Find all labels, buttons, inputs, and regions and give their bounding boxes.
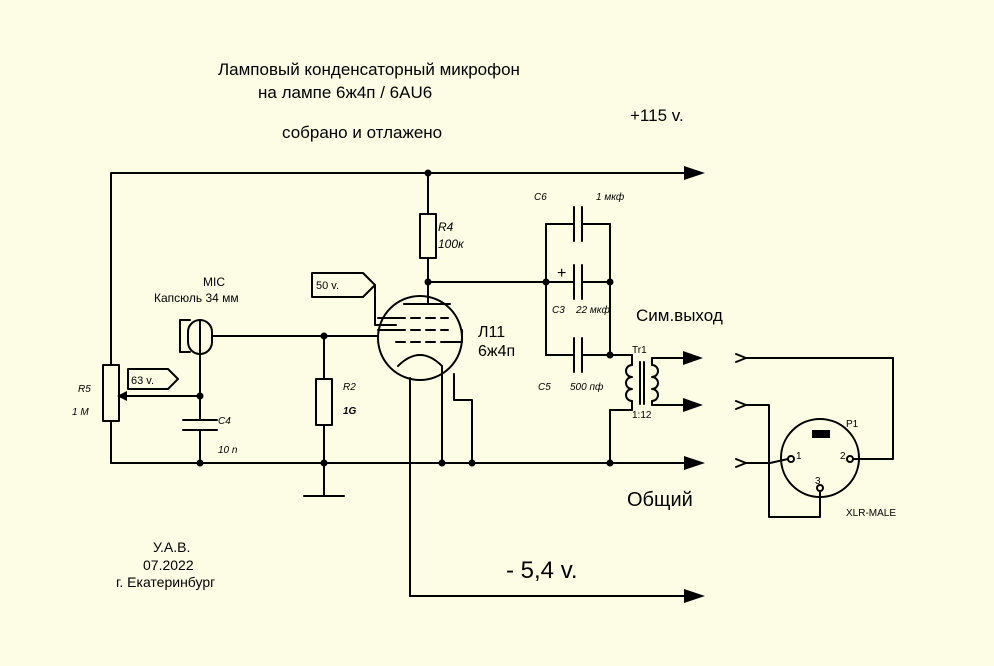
xlr-pin-1: 1 bbox=[796, 451, 802, 462]
c4-ref: C4 bbox=[218, 416, 231, 427]
mic-desc: Капсюль 34 мм bbox=[154, 291, 239, 305]
xlr-pin-3: 3 bbox=[815, 476, 821, 487]
tr1-ratio: 1:12 bbox=[632, 410, 652, 421]
supply-minus-label: - 5,4 v. bbox=[506, 557, 578, 584]
supply-plus-label: +115 v. bbox=[630, 106, 684, 125]
net-tag-63v: 63 v. bbox=[117, 368, 204, 401]
net-tag-63v-label: 63 v. bbox=[131, 375, 154, 387]
r4-value: 100к bbox=[438, 237, 465, 251]
net-tag-50v: 50 v. bbox=[311, 272, 397, 326]
tube-ref: Л11 bbox=[478, 324, 505, 341]
sym-output-label: Сим.выход bbox=[636, 306, 723, 325]
r2-value: 1G bbox=[343, 406, 357, 417]
xlr-wiring bbox=[735, 353, 894, 518]
title-line-1: Ламповый конденсаторный микрофон bbox=[218, 60, 520, 79]
capacitor-bank: + C6 1 мкф C3 22 мкф C5 500 пф bbox=[534, 191, 633, 393]
net-tag-50v-label: 50 v. bbox=[316, 280, 339, 292]
xlr-ref: P1 bbox=[846, 419, 859, 430]
author-name: У.А.В. bbox=[153, 539, 190, 555]
r2-ref: R2 bbox=[343, 382, 356, 393]
r5-ref: R5 bbox=[78, 384, 91, 395]
mic-capsule: MIC Капсюль 34 мм bbox=[154, 275, 239, 421]
mic-name: MIC bbox=[203, 275, 225, 289]
tube-l11: Л11 6ж4п bbox=[377, 289, 515, 597]
sym-output-lines bbox=[651, 351, 703, 412]
common-label: Общий bbox=[627, 489, 693, 511]
xlr-type: XLR-MALE bbox=[846, 508, 896, 519]
r4-ref: R4 bbox=[438, 220, 454, 234]
c6-ref: C6 bbox=[534, 192, 547, 203]
title-line-2: на лампе 6ж4п / 6AU6 bbox=[258, 83, 432, 102]
title-line-3: собрано и отлажено bbox=[282, 123, 442, 142]
anode-net bbox=[424, 278, 550, 286]
capacitor-c4: C4 10 n bbox=[182, 416, 238, 464]
tube-type: 6ж4п bbox=[478, 343, 515, 360]
grid-input-net bbox=[215, 332, 379, 340]
author-date: 07.2022 bbox=[143, 557, 194, 573]
xlr-pin-2: 2 bbox=[840, 451, 846, 462]
author-city: г. Екатеринбург bbox=[116, 574, 215, 590]
resistor-r4: R4 100к bbox=[419, 172, 465, 291]
svg-text:+: + bbox=[557, 265, 566, 282]
transformer-tr1: Tr1 1:12 bbox=[609, 345, 659, 421]
resistor-r5: R5 1 M bbox=[72, 364, 120, 464]
c3-ref: C3 bbox=[552, 305, 565, 316]
resistor-r2: R2 1G bbox=[303, 335, 357, 497]
supply-rail-minus bbox=[409, 589, 705, 603]
r5-value: 1 M bbox=[72, 407, 89, 418]
c5-value: 500 пф bbox=[570, 381, 604, 393]
c5-ref: C5 bbox=[538, 382, 551, 393]
c3-value: 22 мкф bbox=[575, 304, 610, 316]
common-rail bbox=[110, 409, 705, 470]
c4-value: 10 n bbox=[218, 445, 238, 456]
tr1-ref: Tr1 bbox=[632, 345, 647, 356]
c6-value: 1 мкф bbox=[596, 191, 625, 203]
xlr-connector-p1: 1 2 3 P1 XLR-MALE bbox=[780, 418, 896, 519]
